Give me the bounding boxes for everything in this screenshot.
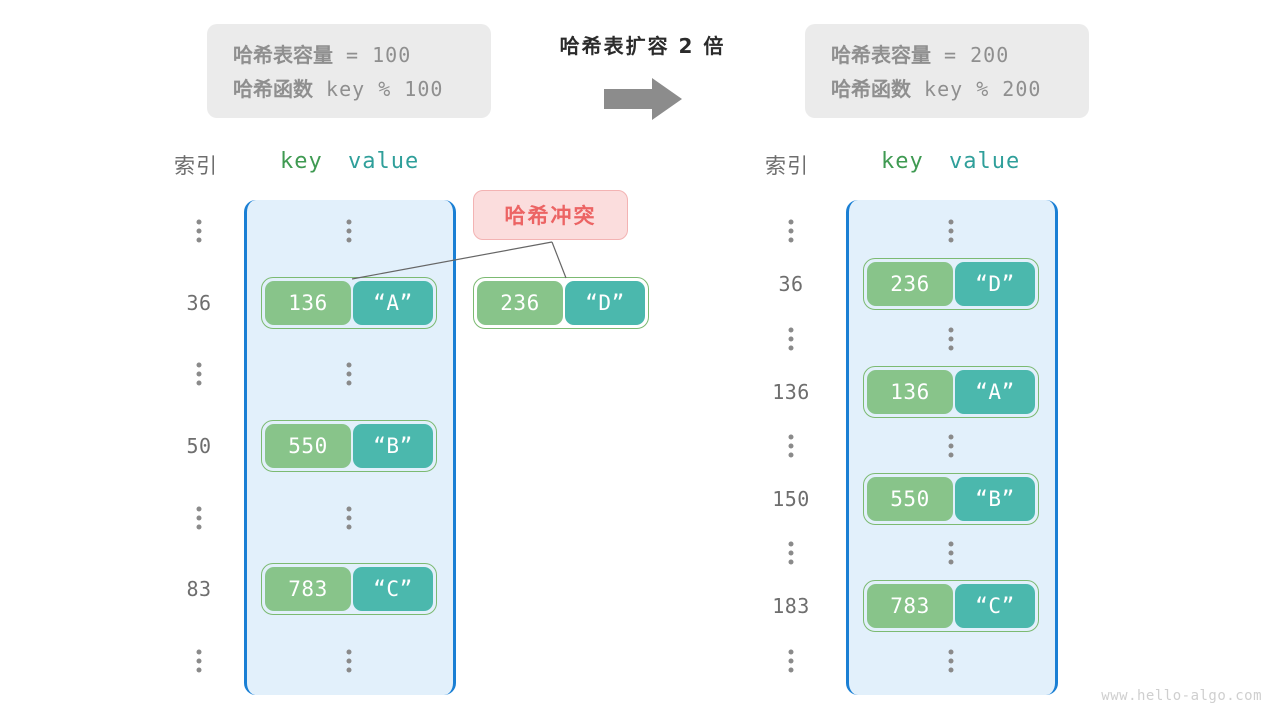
left-bucket-3-value: “B”: [353, 424, 433, 468]
right-bucket-3-key: 136: [867, 370, 953, 414]
right-bucket-3-value: “A”: [955, 370, 1035, 414]
right-row-ellipsis-8: [948, 649, 954, 673]
left-index-1: 36: [186, 291, 212, 315]
left-row-ellipsis-2: [346, 362, 352, 386]
capacity-line-after: 哈希表容量 = 200: [831, 38, 1063, 72]
left-bucket-1-value: “A”: [353, 281, 433, 325]
left-row-ellipsis-6: [346, 649, 352, 673]
watermark: www.hello-algo.com: [1101, 688, 1262, 704]
collision-badge: 哈希冲突: [473, 190, 628, 240]
right-header-key: key: [881, 149, 924, 174]
hash-function-line-before: 哈希函数 key % 100: [233, 72, 465, 106]
left-bucket-3-key: 550: [265, 424, 351, 468]
left-gutter-ellipsis-0: [196, 219, 202, 243]
capacity-label-after: 哈希表容量: [831, 43, 931, 67]
left-index-3: 50: [186, 434, 212, 458]
capacity-label-before: 哈希表容量: [233, 43, 333, 67]
right-bucket-7-value: “C”: [955, 584, 1035, 628]
hash-function-label-before: 哈希函数: [233, 77, 313, 101]
right-index-3: 136: [772, 380, 810, 404]
hash-function-line-after: 哈希函数 key % 200: [831, 72, 1063, 106]
right-index-7: 183: [772, 594, 810, 618]
left-bucket-5-key: 783: [265, 567, 351, 611]
right-index-5: 150: [772, 487, 810, 511]
left-header-index: 索引: [174, 154, 218, 178]
right-bucket-3: 136“A”: [863, 366, 1039, 418]
capacity-value-after: = 200: [931, 43, 1010, 67]
right-bucket-7-key: 783: [867, 584, 953, 628]
resize-caption: 哈希表扩容 2 倍: [559, 34, 726, 58]
right-bucket-7: 783“C”: [863, 580, 1039, 632]
capacity-value-before: = 100: [333, 43, 412, 67]
left-bucket-5: 783“C”: [261, 563, 437, 615]
left-row-ellipsis-4: [346, 506, 352, 530]
right-gutter-ellipsis-4: [788, 434, 794, 458]
left-header-value: value: [348, 149, 420, 174]
right-index-1: 36: [778, 272, 804, 296]
left-bucket-3: 550“B”: [261, 420, 437, 472]
colliding-bucket: 236 “D”: [473, 277, 649, 329]
right-gutter-ellipsis-2: [788, 327, 794, 351]
capacity-line-before: 哈希表容量 = 100: [233, 38, 465, 72]
left-gutter-ellipsis-4: [196, 506, 202, 530]
right-bucket-5: 550“B”: [863, 473, 1039, 525]
right-gutter-ellipsis-0: [788, 219, 794, 243]
left-bucket-5-value: “C”: [353, 567, 433, 611]
right-bucket-1: 236“D”: [863, 258, 1039, 310]
left-bucket-1-key: 136: [265, 281, 351, 325]
right-header-value: value: [949, 149, 1021, 174]
right-gutter-ellipsis-8: [788, 649, 794, 673]
right-header-index: 索引: [765, 154, 809, 178]
left-index-5: 83: [186, 577, 212, 601]
hash-function-value-after: key % 200: [911, 77, 1042, 101]
left-bucket-1: 136“A”: [261, 277, 437, 329]
left-header-key: key: [280, 149, 323, 174]
right-bucket-5-key: 550: [867, 477, 953, 521]
colliding-bucket-key: 236: [477, 281, 563, 325]
right-row-ellipsis-0: [948, 219, 954, 243]
left-gutter-ellipsis-6: [196, 649, 202, 673]
right-gutter-ellipsis-6: [788, 541, 794, 565]
right-bucket-5-value: “B”: [955, 477, 1035, 521]
right-bucket-1-value: “D”: [955, 262, 1035, 306]
right-row-ellipsis-6: [948, 541, 954, 565]
left-gutter-ellipsis-2: [196, 362, 202, 386]
right-arrow-icon: [604, 78, 682, 120]
hash-function-label-after: 哈希函数: [831, 77, 911, 101]
hash-function-value-before: key % 100: [313, 77, 444, 101]
left-row-ellipsis-0: [346, 219, 352, 243]
hash-config-card-after: 哈希表容量 = 200 哈希函数 key % 200: [805, 24, 1089, 118]
right-row-ellipsis-4: [948, 434, 954, 458]
colliding-bucket-value: “D”: [565, 281, 645, 325]
hash-config-card-before: 哈希表容量 = 100 哈希函数 key % 100: [207, 24, 491, 118]
right-bucket-1-key: 236: [867, 262, 953, 306]
right-row-ellipsis-2: [948, 327, 954, 351]
